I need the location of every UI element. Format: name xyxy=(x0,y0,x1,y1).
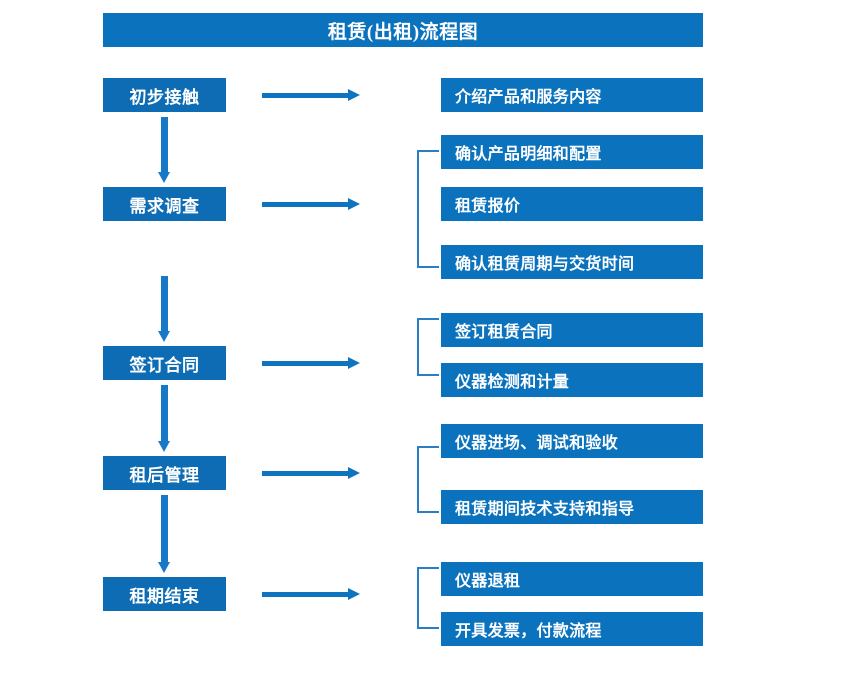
arrow-head-icon xyxy=(348,357,360,369)
task-box-sign-rental-contract[interactable]: 签订租赁合同 xyxy=(441,313,703,347)
arrow-head-icon xyxy=(348,89,360,101)
task-box-confirm-product-details[interactable]: 确认产品明细和配置 xyxy=(441,135,703,169)
arrow-shaft xyxy=(161,495,168,562)
vertical-arrow-2 xyxy=(158,276,171,342)
stage-box-initial-contact[interactable]: 初步接触 xyxy=(103,78,226,112)
arrow-head-icon xyxy=(158,331,170,342)
horizontal-arrow-sign-contract xyxy=(262,357,360,369)
arrow-shaft xyxy=(262,93,349,98)
vertical-arrow-4 xyxy=(158,495,171,573)
arrow-shaft xyxy=(161,385,168,441)
bracket-rental-end xyxy=(417,567,439,629)
arrow-head-icon xyxy=(348,588,360,600)
task-box-instrument-entry-commissioning[interactable]: 仪器进场、调试和验收 xyxy=(441,424,703,458)
bracket-requirement-survey xyxy=(417,150,439,268)
arrow-shaft xyxy=(161,117,168,172)
stage-box-post-rental-management[interactable]: 租后管理 xyxy=(103,456,226,490)
arrow-shaft xyxy=(262,592,349,597)
arrow-shaft xyxy=(161,276,168,331)
arrow-shaft xyxy=(262,361,349,366)
arrow-head-icon xyxy=(348,467,360,479)
task-box-instrument-return[interactable]: 仪器退租 xyxy=(441,562,703,596)
horizontal-arrow-post-rental-management xyxy=(262,467,360,479)
task-box-confirm-rental-period[interactable]: 确认租赁周期与交货时间 xyxy=(441,245,703,279)
horizontal-arrow-initial-contact xyxy=(262,89,360,101)
arrow-head-icon xyxy=(348,198,360,210)
arrow-shaft xyxy=(262,471,349,476)
stage-box-rental-end[interactable]: 租期结束 xyxy=(103,577,226,611)
task-box-technical-support[interactable]: 租赁期间技术支持和指导 xyxy=(441,490,703,524)
task-box-rental-quotation[interactable]: 租赁报价 xyxy=(441,187,703,221)
horizontal-arrow-requirement-survey xyxy=(262,198,360,210)
arrow-head-icon xyxy=(158,441,170,452)
task-box-introduce-products[interactable]: 介绍产品和服务内容 xyxy=(441,78,703,112)
arrow-head-icon xyxy=(158,172,170,183)
bracket-post-rental-management xyxy=(417,446,439,513)
task-box-instrument-inspection[interactable]: 仪器检测和计量 xyxy=(441,363,703,397)
arrow-shaft xyxy=(262,202,349,207)
page-title: 租赁(出租)流程图 xyxy=(103,13,703,47)
stage-box-requirement-survey[interactable]: 需求调查 xyxy=(103,187,226,221)
horizontal-arrow-rental-end xyxy=(262,588,360,600)
task-box-invoice-payment[interactable]: 开具发票，付款流程 xyxy=(441,612,703,646)
vertical-arrow-1 xyxy=(158,117,171,183)
arrow-head-icon xyxy=(158,562,170,573)
bracket-sign-contract xyxy=(417,318,439,376)
vertical-arrow-3 xyxy=(158,385,171,452)
stage-box-sign-contract[interactable]: 签订合同 xyxy=(103,346,226,380)
